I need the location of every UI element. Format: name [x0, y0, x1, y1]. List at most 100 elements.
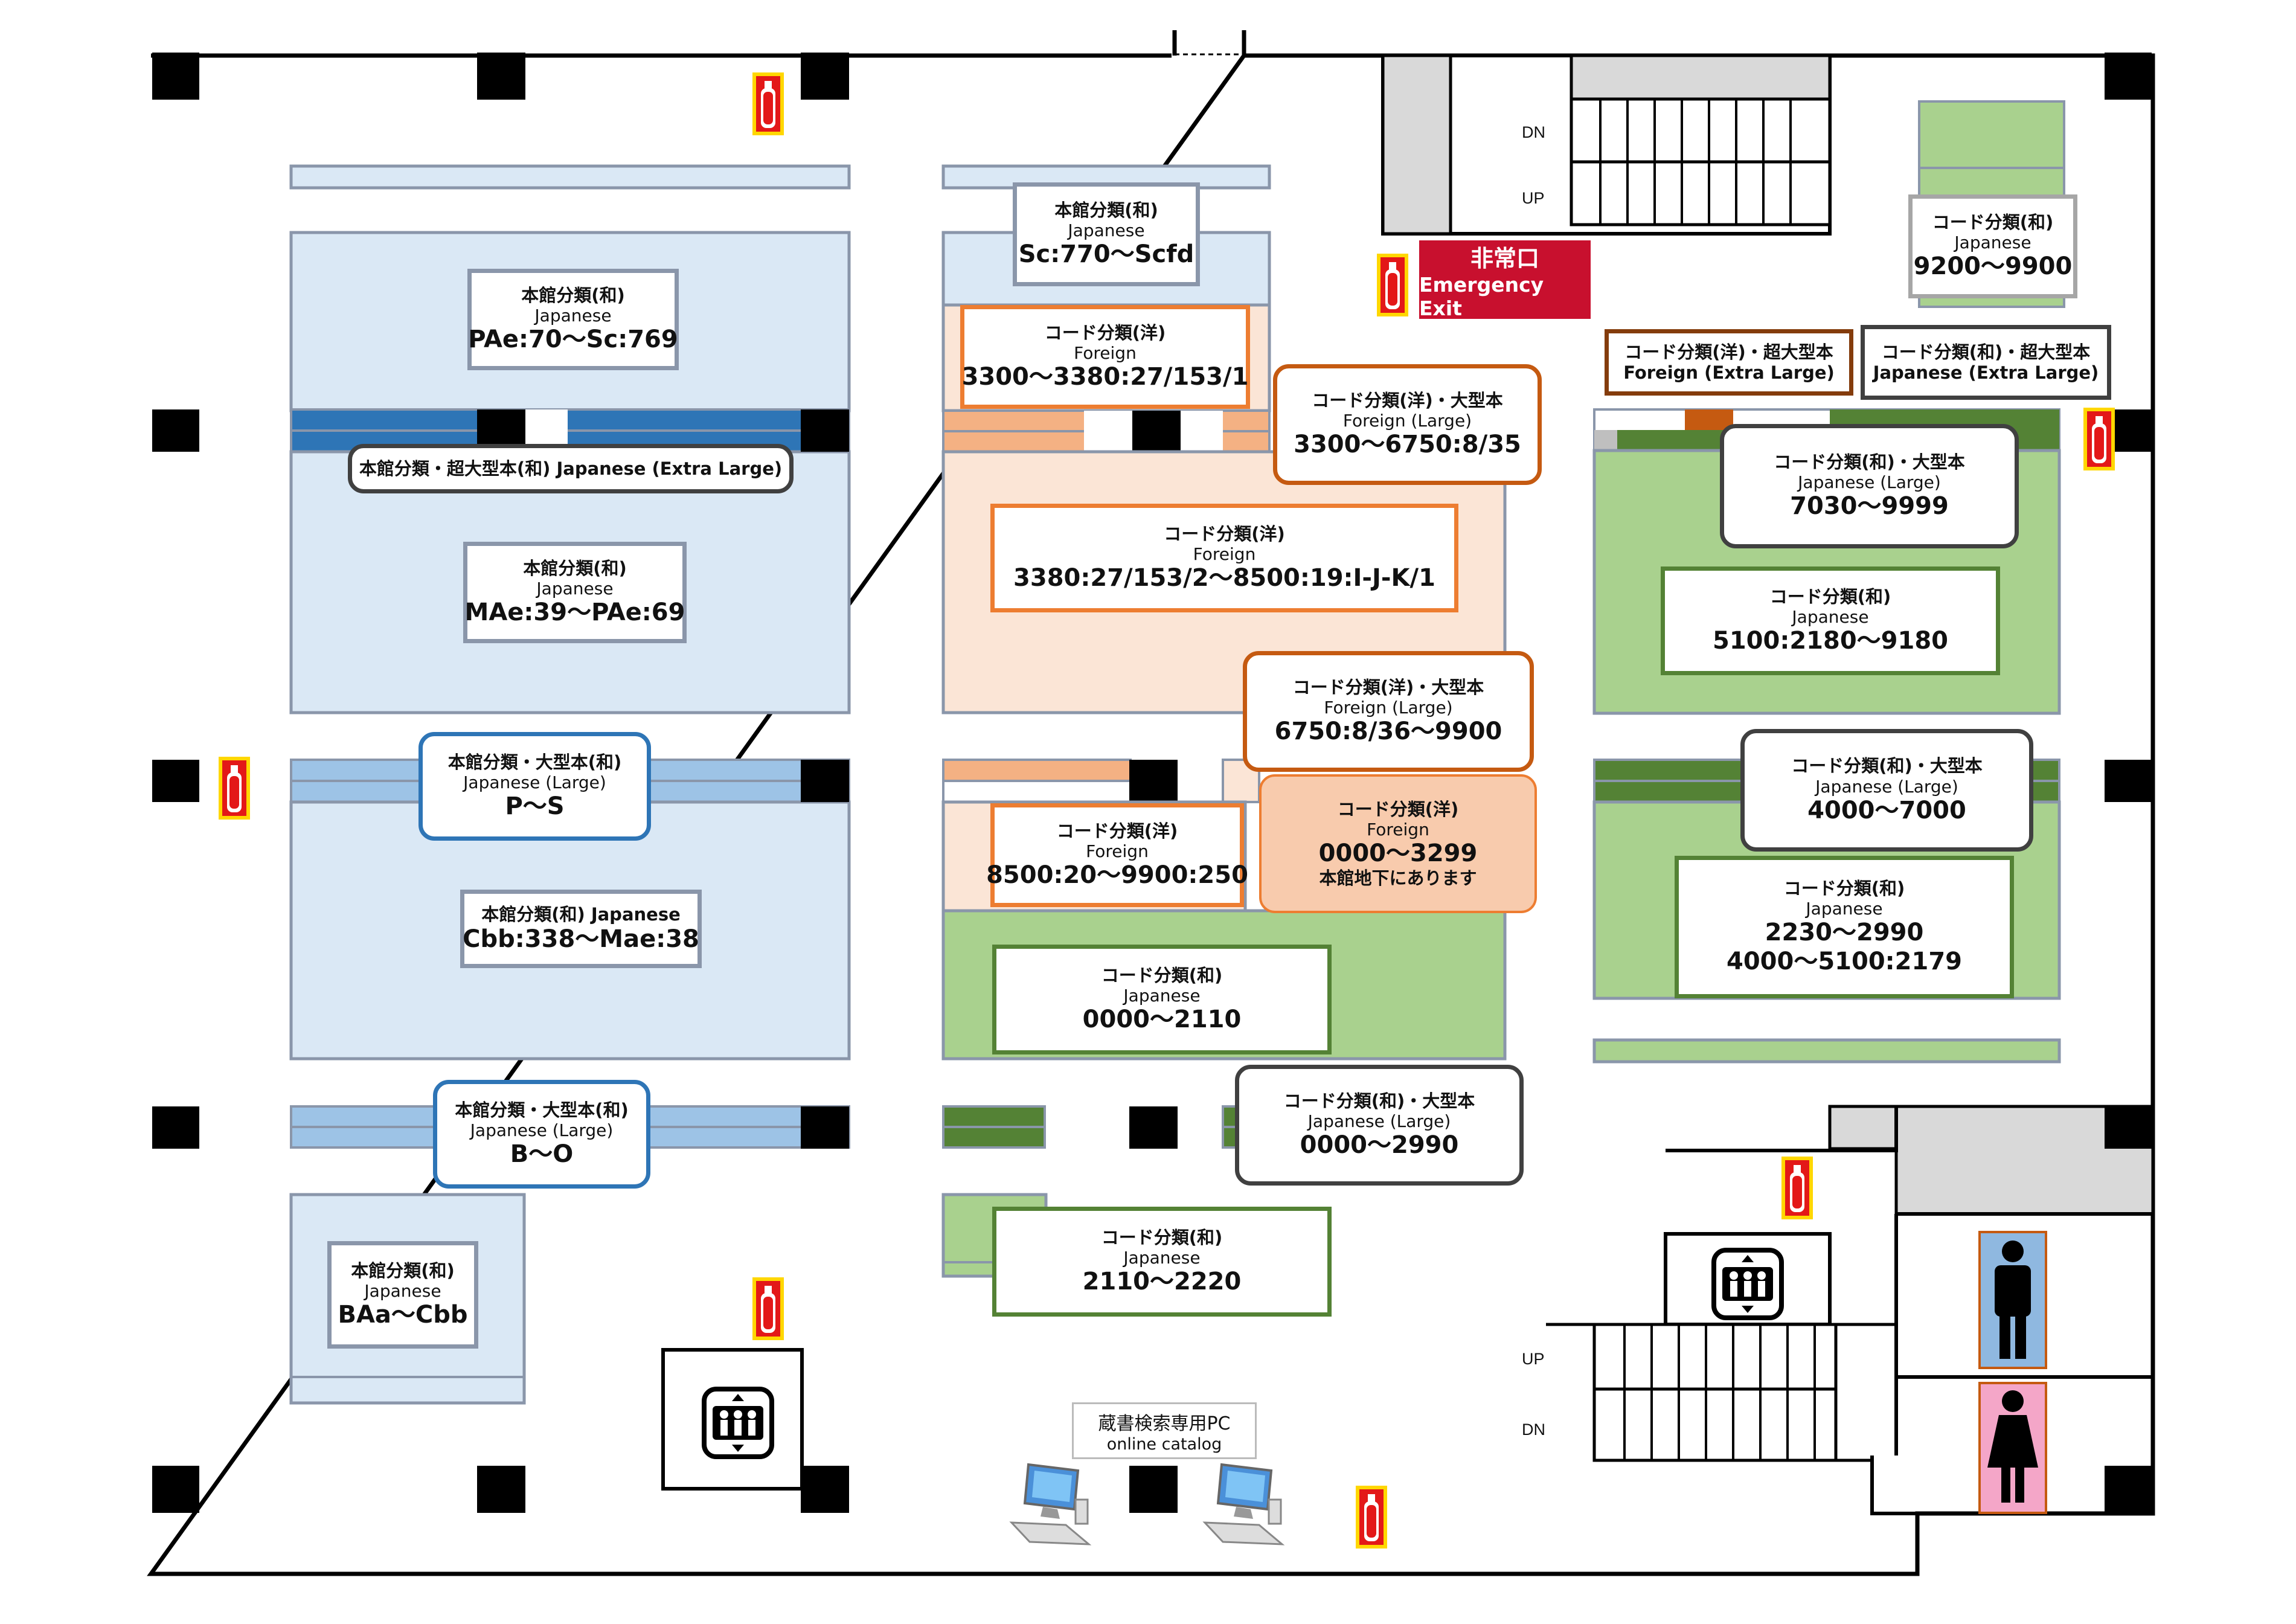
- shelf-label: コード分類(和)・大型本 Japanese (Large) 0000～2990: [1235, 1065, 1524, 1186]
- label-title: 本館分類・超大型本(和) Japanese (Extra Large): [359, 458, 783, 479]
- label-title: コード分類(和)・大型本: [1791, 756, 1983, 777]
- label-title: コード分類(和)・大型本: [1283, 1090, 1475, 1111]
- shelf-label: コード分類(和)・超大型本 Japanese (Extra Large): [1861, 325, 2111, 400]
- stairs-down-label: DN: [1522, 123, 1545, 141]
- shelf-label: コード分類(洋)・超大型本 Foreign (Extra Large): [1605, 329, 1853, 396]
- label-title: 本館分類・大型本(和): [455, 1099, 629, 1120]
- label-range: Cbb:338～Mae:38: [463, 925, 699, 953]
- label-sub: Japanese: [364, 1281, 441, 1301]
- shelf-label: コード分類(和) Japanese 0000～2110: [992, 945, 1332, 1054]
- label-title: コード分類(和): [1101, 1227, 1223, 1248]
- label-range-2: 4000～5100:2179: [1727, 947, 1962, 975]
- shelf-label: コード分類(和) Japanese 5100:2180～9180: [1661, 566, 2000, 675]
- label-range: 5100:2180～9180: [1713, 627, 1948, 655]
- label-title: コード分類(洋)・大型本: [1292, 676, 1484, 698]
- label-sub: Japanese (Large): [1307, 1111, 1451, 1131]
- label-sub: Japanese: [1123, 1248, 1201, 1268]
- shelf-label: 本館分類・超大型本(和) Japanese (Extra Large): [348, 444, 794, 493]
- label-title: コード分類(和): [1932, 211, 2054, 233]
- label-range: 3300～6750:8/35: [1294, 431, 1521, 459]
- label-range: 8500:20～9900:250: [986, 861, 1248, 890]
- label-sub: Foreign (Large): [1324, 698, 1453, 717]
- stairs-down-label: DN: [1522, 1420, 1545, 1439]
- shelf-label: コード分類(和) Japanese 2110～2220: [992, 1207, 1332, 1317]
- shelf-label: コード分類(洋) Foreign 3380:27/153/2～8500:19:I…: [990, 504, 1458, 612]
- shelf-label: コード分類(洋) Foreign 8500:20～9900:250: [986, 803, 1248, 907]
- shelf-label: コード分類(和) Japanese 9200～9900: [1908, 194, 2077, 298]
- fire-extinguisher-icon: [1356, 1486, 1387, 1549]
- fire-extinguisher-icon: [1781, 1157, 1813, 1219]
- label-range: 0000～2110: [1082, 1006, 1242, 1034]
- label-range: 7030～9999: [1790, 492, 1949, 521]
- shelf-label: 本館分類(和) Japanese PAe:70～Sc:769: [467, 269, 679, 370]
- label-sub: Japanese: [534, 306, 612, 326]
- label-title: コード分類(洋): [1337, 798, 1459, 820]
- label-title: コード分類(和): [1101, 964, 1223, 986]
- label-sub: Japanese (Extra Large): [1873, 362, 2099, 383]
- elevator-icon: [1714, 1250, 1781, 1318]
- label-range: 9200～9900: [1913, 252, 2073, 281]
- shelf-label: コード分類(洋) Foreign 3300～3380:27/153/1: [960, 305, 1250, 409]
- shelf-label: コード分類(和)・大型本 Japanese (Large) 7030～9999: [1720, 424, 2019, 548]
- label-sub: Japanese: [1954, 233, 2031, 252]
- label-sub: Foreign: [1367, 819, 1429, 839]
- label-title: 本館分類(和) Japanese: [481, 904, 681, 925]
- label-range: PAe:70～Sc:769: [468, 326, 678, 354]
- label-title: コード分類(和): [1783, 878, 1905, 899]
- label-sub: Japanese: [1123, 986, 1201, 1006]
- shelf-label: 本館分類・大型本(和) Japanese (Large) P～S: [418, 732, 651, 841]
- catalog-en: online catalog: [1106, 1434, 1222, 1454]
- label-title: 本館分類(和): [523, 557, 627, 579]
- shelf-label-basement: コード分類(洋) Foreign 0000～3299 本館地下にあります: [1259, 774, 1537, 913]
- label-sub: Foreign (Extra Large): [1623, 362, 1835, 383]
- label-range: BAa～Cbb: [338, 1301, 468, 1329]
- label-range: 3300～3380:27/153/1: [961, 363, 1249, 391]
- label-range: MAe:39～PAe:69: [464, 599, 685, 627]
- label-title: コード分類(洋): [1056, 820, 1178, 841]
- catalog-jp: 蔵書検索専用PC: [1098, 1413, 1231, 1434]
- stairs-up-label: UP: [1522, 1350, 1545, 1368]
- exit-jp: 非常口: [1470, 245, 1539, 272]
- label-sub: Japanese: [1792, 607, 1869, 627]
- male-restroom-icon: [1978, 1231, 2047, 1369]
- fire-extinguisher-icon: [2083, 408, 2115, 470]
- shelf-label: コード分類(洋)・大型本 Foreign (Large) 3300～6750:8…: [1273, 364, 1542, 485]
- label-range: 6750:8/36～9900: [1274, 717, 1502, 746]
- label-sub: Foreign (Large): [1342, 411, 1472, 431]
- computer-icon: [1010, 1463, 1090, 1545]
- fire-extinguisher-icon: [219, 757, 250, 820]
- shelf-label: 本館分類・大型本(和) Japanese (Large) B～O: [433, 1080, 650, 1189]
- label-title: コード分類(洋): [1164, 523, 1285, 544]
- label-range: 4000～7000: [1807, 796, 1966, 824]
- label-sub: Japanese (Large): [1798, 472, 1941, 492]
- computer-icon: [1204, 1463, 1283, 1545]
- label-range: 0000～2990: [1300, 1131, 1459, 1160]
- exit-en: Emergency Exit: [1419, 272, 1544, 320]
- shelf-label: コード分類(和)・大型本 Japanese (Large) 4000～7000: [1740, 729, 2033, 852]
- label-sub: Japanese (Large): [463, 772, 606, 792]
- shelf-label: コード分類(和) Japanese 2230～2990 4000～5100:21…: [1675, 856, 2014, 998]
- label-sub: Japanese (Large): [470, 1120, 614, 1140]
- stairs-up-label: UP: [1522, 189, 1545, 207]
- shelf-label: 本館分類(和) Japanese Sc:770～Scfd: [1013, 182, 1200, 286]
- shelf-label: 本館分類(和) Japanese Cbb:338～Mae:38: [460, 890, 702, 968]
- label-range: P～S: [505, 792, 565, 821]
- label-note: 本館地下にあります: [1319, 868, 1477, 889]
- label-sub: Foreign: [1193, 544, 1256, 564]
- label-range: 3380:27/153/2～8500:19:I-J-K/1: [1013, 564, 1435, 592]
- label-title: コード分類(和)・超大型本: [1881, 341, 2091, 362]
- label-range: B～O: [510, 1140, 574, 1169]
- shelf-label: コード分類(洋)・大型本 Foreign (Large) 6750:8/36～9…: [1243, 651, 1534, 772]
- label-title: コード分類(和): [1769, 586, 1891, 607]
- label-title: コード分類(洋)・超大型本: [1624, 341, 1833, 362]
- label-title: 本館分類・大型本(和): [447, 751, 622, 772]
- label-sub: Japanese: [1806, 899, 1883, 919]
- label-title: 本館分類(和): [351, 1260, 455, 1281]
- shelf-label: 本館分類(和) Japanese MAe:39～PAe:69: [463, 542, 687, 643]
- label-title: 本館分類(和): [1054, 199, 1158, 220]
- emergency-exit-sign: 非常口 Emergency Exit: [1419, 240, 1591, 320]
- label-sub: Japanese (Large): [1815, 776, 1958, 797]
- elevator-icon: [704, 1389, 772, 1457]
- label-title: コード分類(洋): [1044, 322, 1166, 343]
- fire-extinguisher-icon: [752, 1277, 784, 1340]
